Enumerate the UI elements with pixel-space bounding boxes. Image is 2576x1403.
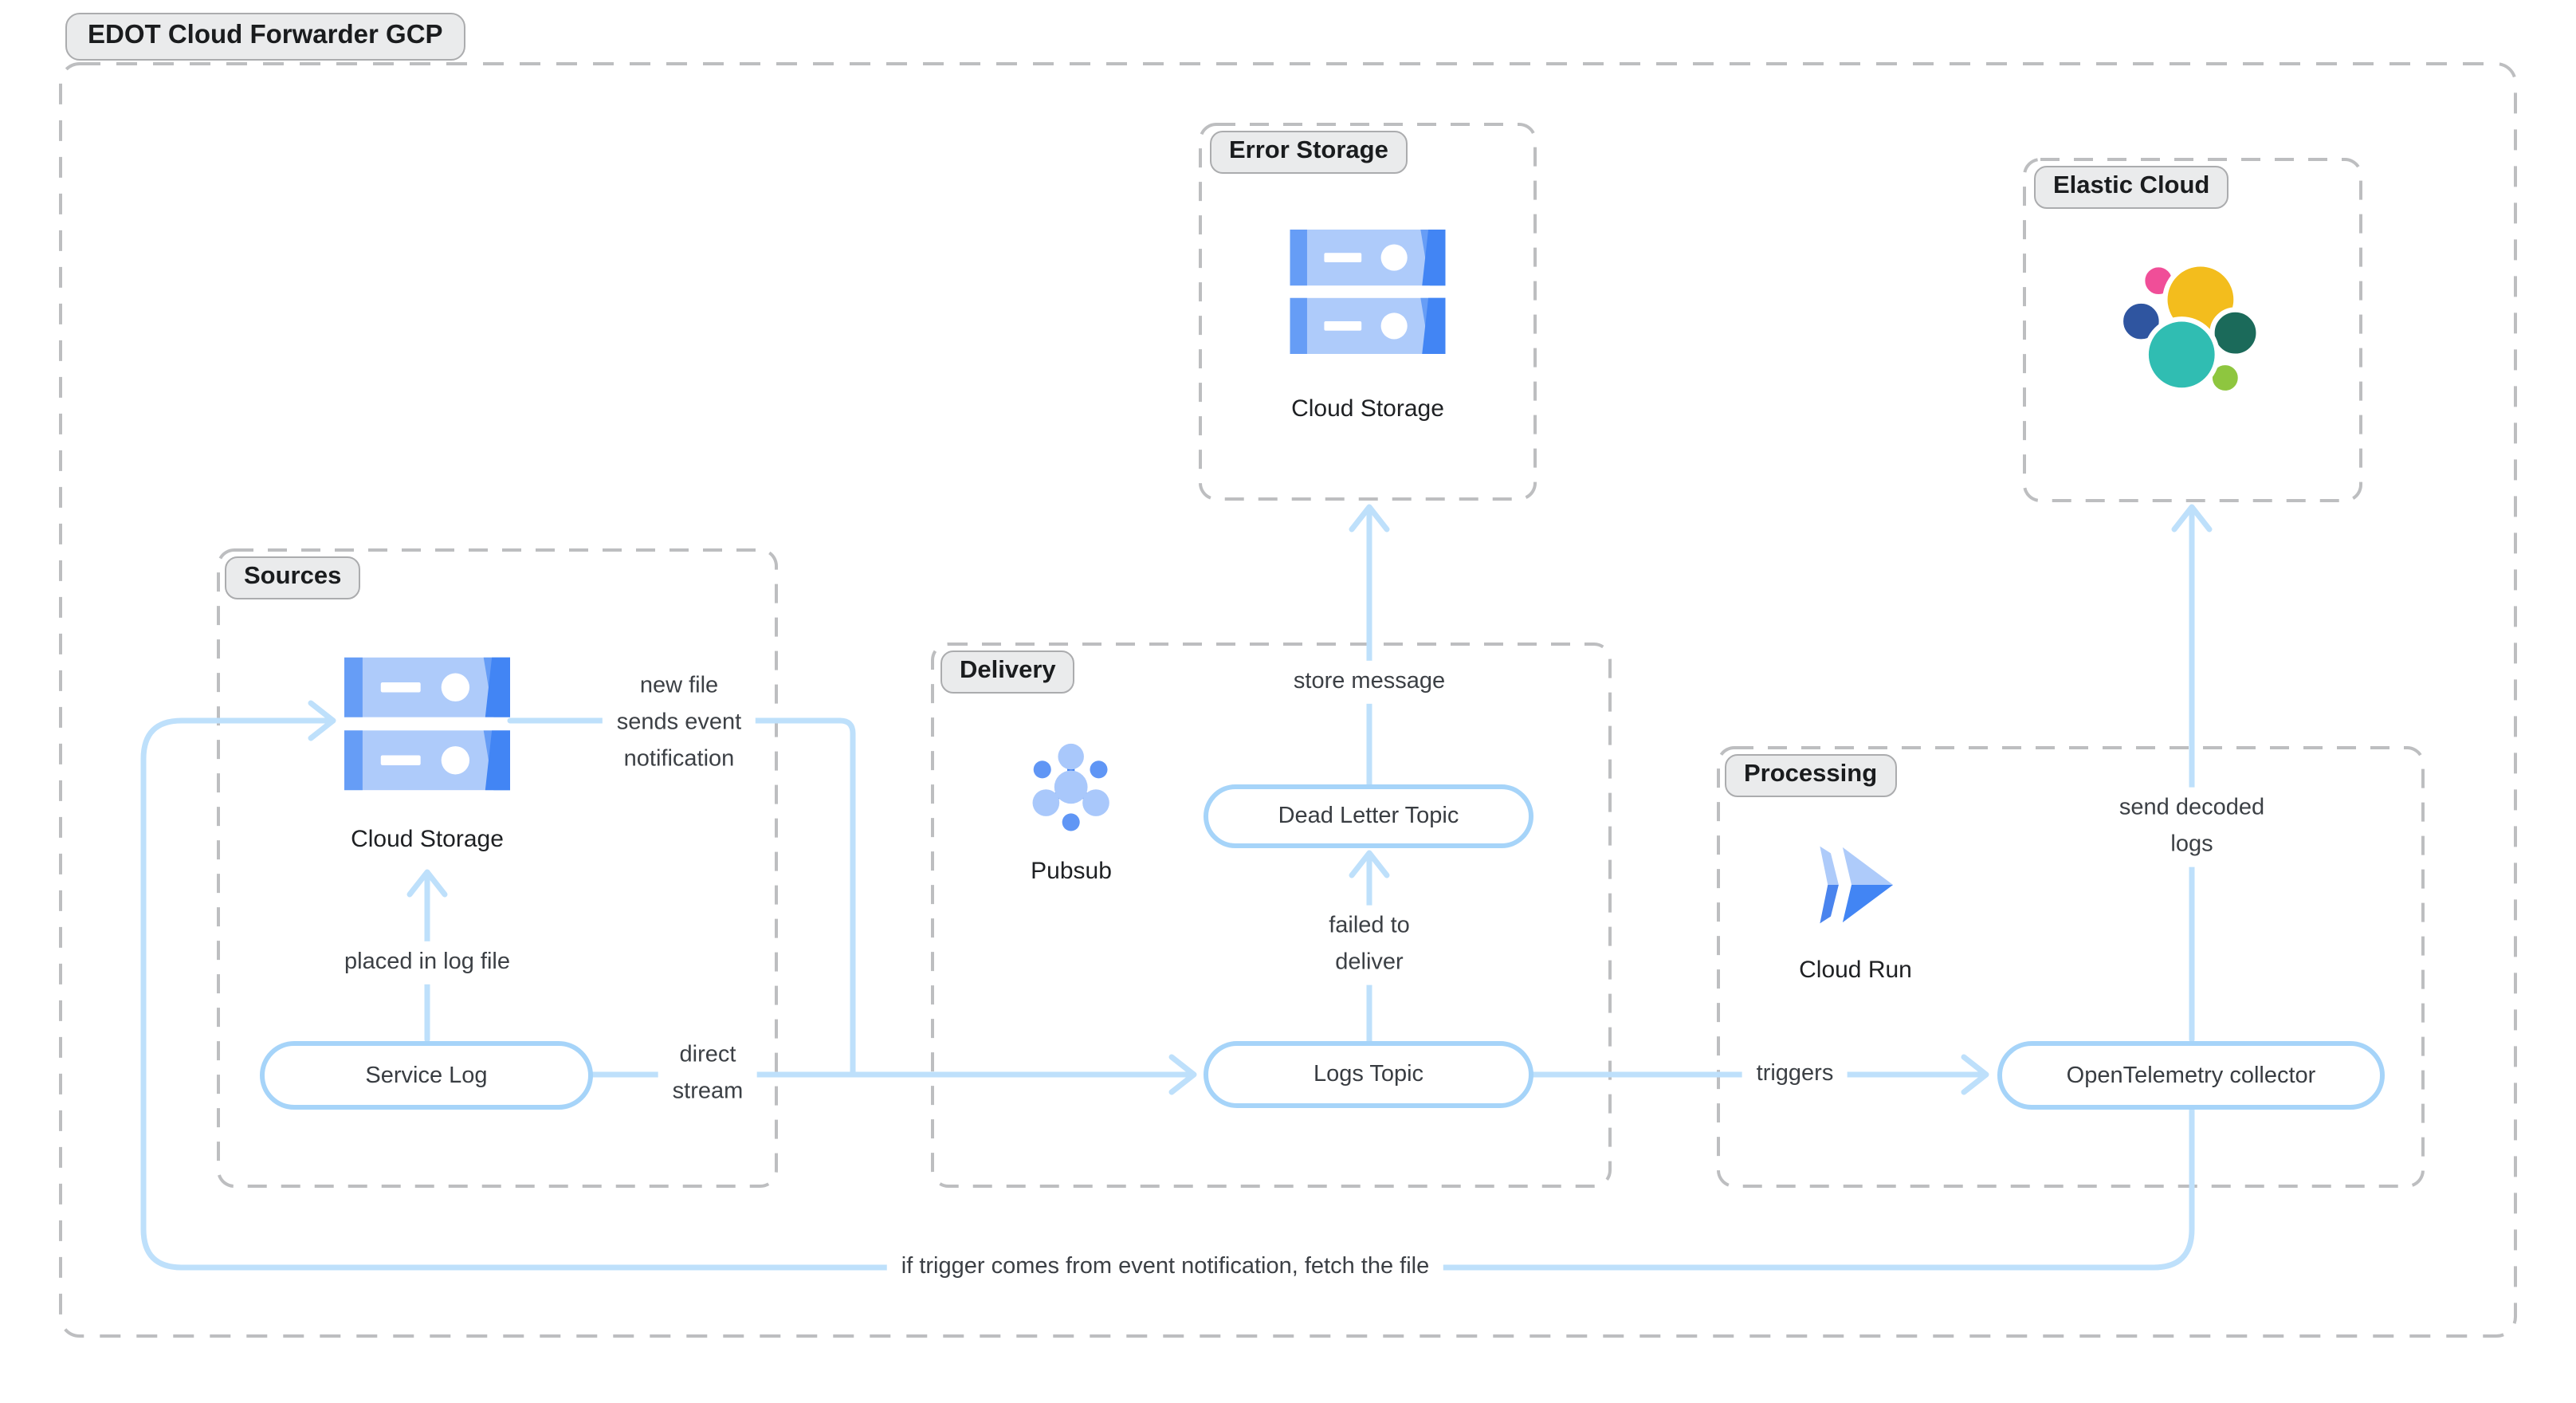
group-label-text: Error Storage bbox=[1229, 137, 1388, 164]
sources-group-border bbox=[217, 548, 778, 1188]
error-storage-group-border bbox=[1199, 123, 1537, 501]
storage-bar bbox=[1290, 297, 1446, 354]
group-label-elastic-cloud: Elastic Cloud bbox=[2034, 166, 2229, 209]
node-service-log: Service Log bbox=[260, 1041, 593, 1110]
elastic-cloud-group-border bbox=[2023, 158, 2362, 502]
group-label-delivery: Delivery bbox=[940, 650, 1075, 694]
edge-label-store-message: store message bbox=[1278, 660, 1460, 705]
node-label: Service Log bbox=[365, 1063, 488, 1088]
node-logs-topic: Logs Topic bbox=[1204, 1041, 1533, 1108]
sources-cloud-storage-label: Cloud Storage bbox=[351, 826, 504, 853]
node-otel-collector: OpenTelemetry collector bbox=[1997, 1041, 2385, 1110]
edge-cloud-storage-event-notification bbox=[507, 717, 856, 1078]
cloud-storage-icon bbox=[344, 657, 510, 791]
error-cloud-storage-label: Cloud Storage bbox=[1291, 395, 1444, 422]
cloud-run-icon bbox=[1820, 846, 1894, 924]
arrowhead-into-error-storage bbox=[1349, 504, 1390, 533]
edge-label-triggers: triggers bbox=[1742, 1052, 1848, 1097]
node-label: Dead Letter Topic bbox=[1278, 804, 1459, 829]
diagram-title-text: EDOT Cloud Forwarder GCP bbox=[88, 21, 443, 49]
group-label-text: Sources bbox=[244, 563, 342, 590]
group-label-text: Processing bbox=[1744, 760, 1878, 788]
edge-label-send-decoded-logs: send decoded logs bbox=[2104, 787, 2280, 868]
edge-label-placed-in-log-file: placed in log file bbox=[330, 941, 524, 985]
group-label-error-storage: Error Storage bbox=[1210, 131, 1408, 174]
arrowhead-into-cloud-storage bbox=[308, 700, 336, 741]
cloud-storage-icon bbox=[1290, 230, 1446, 354]
cloud-run-label: Cloud Run bbox=[1799, 957, 1912, 984]
arrowhead-into-otel bbox=[1961, 1054, 1989, 1095]
group-label-text: Delivery bbox=[960, 657, 1056, 684]
group-label-text: Elastic Cloud bbox=[2053, 172, 2210, 199]
edge-label-failed-to-deliver: failed to deliver bbox=[1314, 905, 1424, 986]
node-dead-letter-topic: Dead Letter Topic bbox=[1204, 784, 1533, 848]
arrowhead-into-dead-letter bbox=[1349, 850, 1390, 878]
diagram-title: EDOT Cloud Forwarder GCP bbox=[65, 13, 465, 61]
group-label-sources: Sources bbox=[225, 556, 361, 599]
edge-label-direct-stream: direct stream bbox=[658, 1034, 758, 1115]
pubsub-label: Pubsub bbox=[1031, 858, 1112, 885]
storage-bar bbox=[1290, 230, 1446, 286]
storage-bar bbox=[344, 730, 510, 791]
group-label-processing: Processing bbox=[1725, 754, 1897, 797]
outer-group-border bbox=[59, 62, 2517, 1338]
arrowhead-into-cloud-storage-label bbox=[406, 869, 448, 898]
arrowhead-into-logs-topic bbox=[1168, 1054, 1197, 1095]
edge-label-fetch-file: if trigger comes from event notification… bbox=[886, 1245, 1444, 1290]
edge-otel-feedback-to-cloud-storage bbox=[140, 717, 2195, 1271]
node-label: OpenTelemetry collector bbox=[2066, 1063, 2316, 1088]
edge-label-new-file-event: new file sends event notification bbox=[602, 665, 756, 783]
pubsub-icon bbox=[1032, 743, 1109, 831]
storage-bar bbox=[344, 657, 510, 717]
elastic-logo-icon bbox=[2118, 261, 2261, 396]
arrowhead-into-elastic bbox=[2171, 504, 2213, 533]
node-label: Logs Topic bbox=[1313, 1062, 1424, 1087]
processing-group-border bbox=[1717, 746, 2425, 1188]
